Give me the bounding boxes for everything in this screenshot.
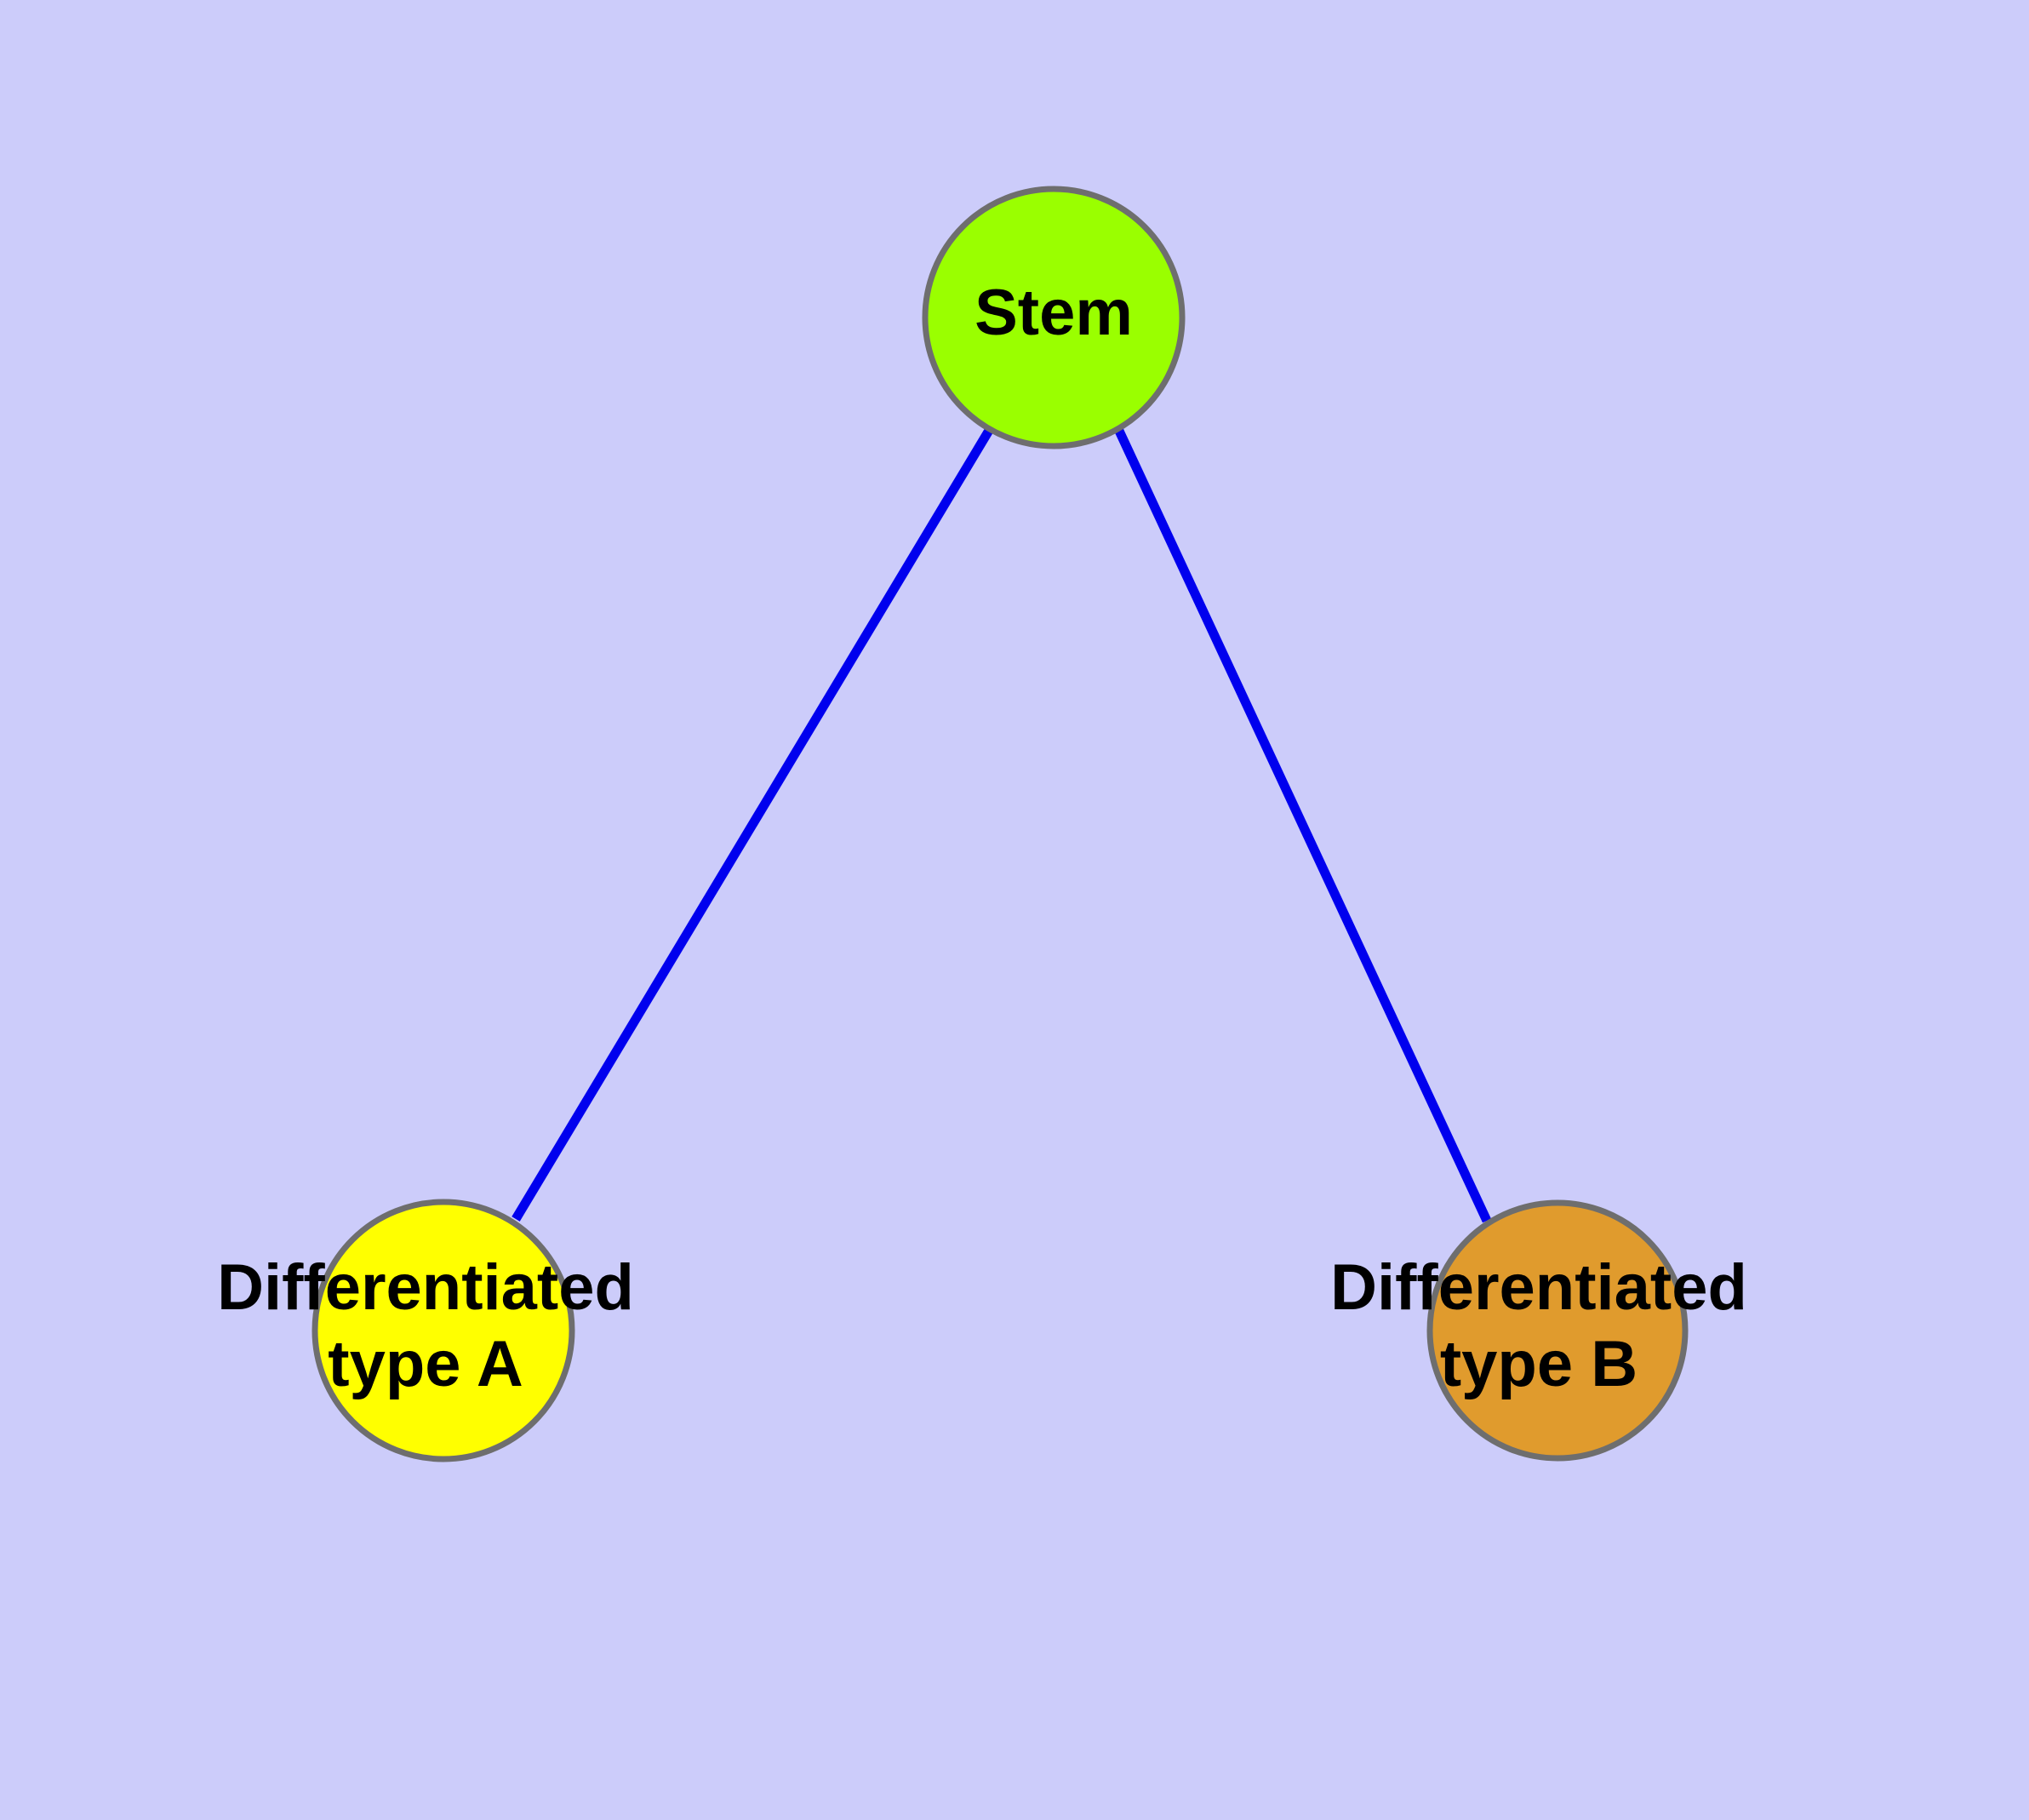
node-stem-circle[interactable]	[922, 186, 1186, 449]
node-stem-label: Stem	[974, 277, 1133, 349]
edges-group	[512, 426, 1491, 1223]
node-stem[interactable]: Stem	[922, 186, 1186, 449]
edge-stem-to-differentiated-type-a	[512, 426, 994, 1222]
node-differentiated-type-a-circle[interactable]	[311, 1199, 575, 1462]
node-differentiated-type-b-circle[interactable]	[1426, 1199, 1689, 1462]
edge-stem-to-differentiated-type-b	[1114, 426, 1491, 1223]
